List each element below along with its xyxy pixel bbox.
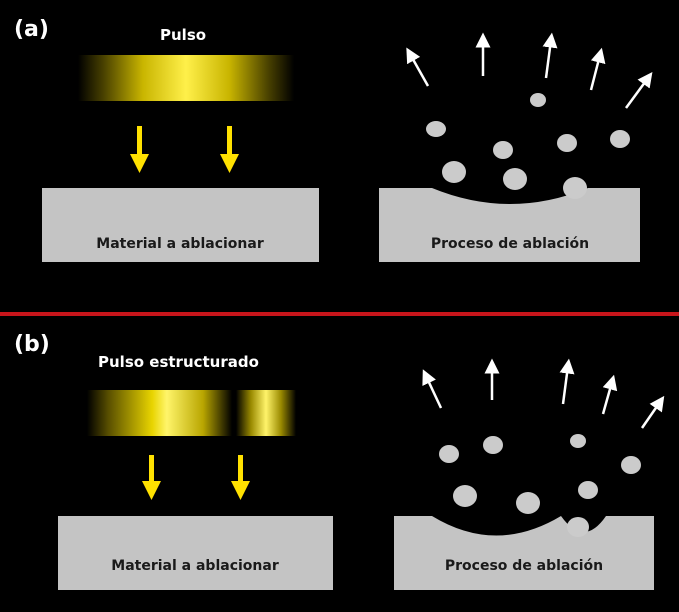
panel-divider bbox=[0, 312, 679, 316]
particle bbox=[516, 492, 540, 514]
panel-a-ablated-material bbox=[379, 188, 640, 262]
panel-b-process-label: Proceso de ablación bbox=[445, 558, 603, 574]
panel-a-process-label: Proceso de ablación bbox=[431, 236, 589, 252]
particle bbox=[621, 456, 641, 474]
panel-a-ejected-particles bbox=[426, 93, 630, 199]
panel-a-ejecta-arrows bbox=[406, 32, 653, 109]
particle bbox=[453, 485, 477, 507]
ejecta-arrow bbox=[589, 47, 606, 91]
panel-b-ejecta-arrows bbox=[422, 358, 665, 429]
ejecta-arrow bbox=[542, 32, 558, 79]
panel-b: (b) Pulso estructurado Material a ablaci… bbox=[14, 332, 665, 590]
particle bbox=[439, 445, 459, 463]
panel-b-pulse-profile-main bbox=[87, 390, 232, 436]
ejecta-arrow bbox=[601, 374, 618, 415]
panel-a-laser-arrow-left bbox=[130, 126, 149, 173]
ejecta-arrow bbox=[640, 395, 665, 429]
particle bbox=[493, 141, 513, 159]
panel-a-material-label: Material a ablacionar bbox=[96, 236, 264, 252]
panel-a-laser-arrow-right bbox=[220, 126, 239, 173]
ejecta-arrow bbox=[406, 47, 430, 87]
particle bbox=[570, 434, 586, 448]
panel-a-tag: (a) bbox=[14, 17, 49, 42]
particle bbox=[557, 134, 577, 152]
particle bbox=[442, 161, 466, 183]
panel-b-ablated-material bbox=[394, 516, 654, 590]
particle bbox=[578, 481, 598, 499]
particle bbox=[483, 436, 503, 454]
panel-b-laser-arrow-left bbox=[142, 455, 161, 500]
particle bbox=[563, 177, 587, 199]
ejecta-arrow bbox=[422, 369, 443, 409]
panel-b-material-block bbox=[58, 516, 333, 590]
ejecta-arrow bbox=[624, 71, 653, 109]
panel-b-material-label: Material a ablacionar bbox=[111, 558, 279, 574]
panel-a: (a) Pulso Material a ablacionar Proceso … bbox=[14, 17, 653, 262]
particle bbox=[426, 121, 446, 137]
panel-a-pulse-label: Pulso bbox=[160, 26, 206, 44]
particle bbox=[567, 517, 589, 537]
panel-b-pulse-profile-secondary bbox=[236, 390, 296, 436]
panel-a-material-block bbox=[42, 188, 319, 262]
ejecta-arrow bbox=[559, 358, 575, 405]
panel-b-ejected-particles bbox=[439, 434, 641, 537]
particle bbox=[530, 93, 546, 107]
panel-a-pulse-profile bbox=[78, 55, 294, 101]
panel-b-tag: (b) bbox=[14, 332, 50, 357]
particle bbox=[610, 130, 630, 148]
particle bbox=[503, 168, 527, 190]
panel-b-pulse-label: Pulso estructurado bbox=[98, 353, 259, 371]
panel-b-laser-arrow-right bbox=[231, 455, 250, 500]
